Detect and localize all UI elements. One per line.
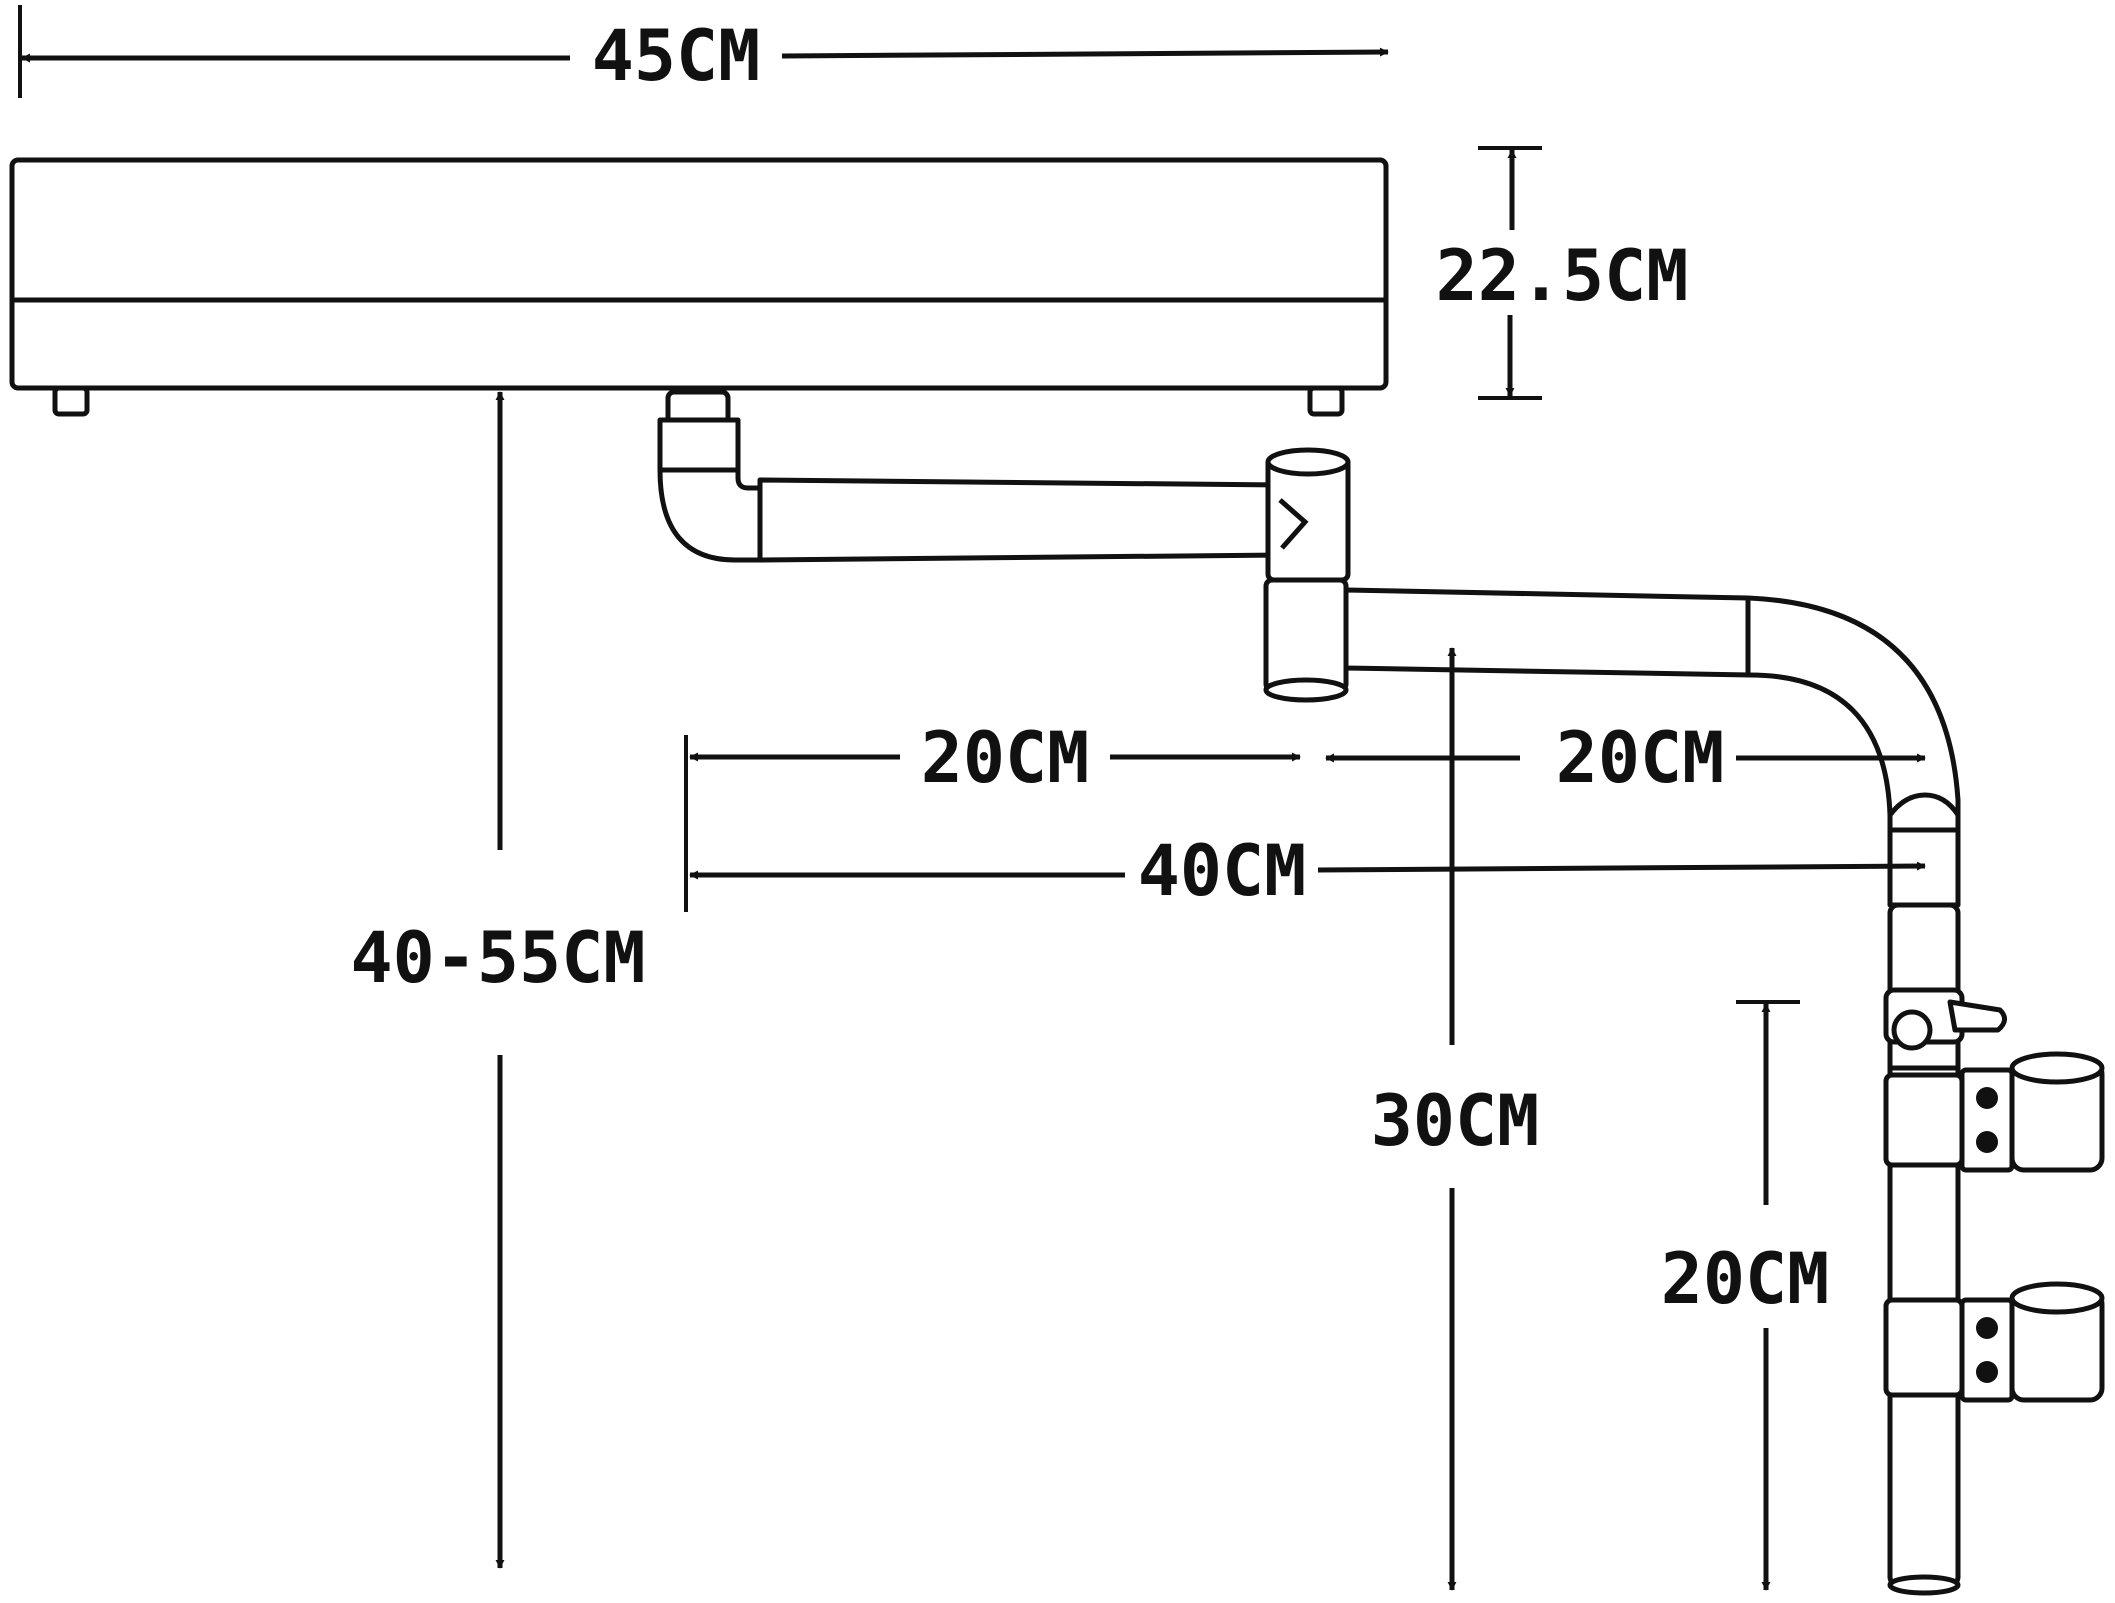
- dimension-arm-span: 40-55CM: [350, 391, 646, 1569]
- dimension-segment-one-label: 20CM: [921, 717, 1090, 799]
- dimension-width: 45CM: [18, 5, 1389, 98]
- dimension-width-label: 45CM: [592, 15, 761, 97]
- dimension-segments: 20CM 20CM: [684, 717, 1926, 912]
- lower-clamp: [1883, 1281, 2105, 1403]
- swing-arm: [657, 389, 2105, 1596]
- dimension-drop: 30CM: [1371, 647, 1540, 1591]
- dimension-arm-span-label: 40-55CM: [350, 917, 645, 999]
- dimension-drop-label: 30CM: [1371, 1080, 1540, 1162]
- dimension-clamp-spacing: 20CM: [1661, 1000, 1830, 1591]
- dimension-reach: 40CM: [689, 830, 1926, 912]
- dimension-height-label: 22.5CM: [1436, 235, 1689, 317]
- armrest-pad: [9, 157, 1389, 417]
- dimension-height: 22.5CM: [1436, 146, 1689, 400]
- dimension-segment-two-label: 20CM: [1556, 717, 1725, 799]
- dimension-clamp-spacing-label: 20CM: [1661, 1238, 1830, 1320]
- upper-clamp: [1883, 1051, 2105, 1173]
- post-knob: [1883, 987, 2007, 1083]
- dimension-reach-label: 40CM: [1138, 830, 1307, 912]
